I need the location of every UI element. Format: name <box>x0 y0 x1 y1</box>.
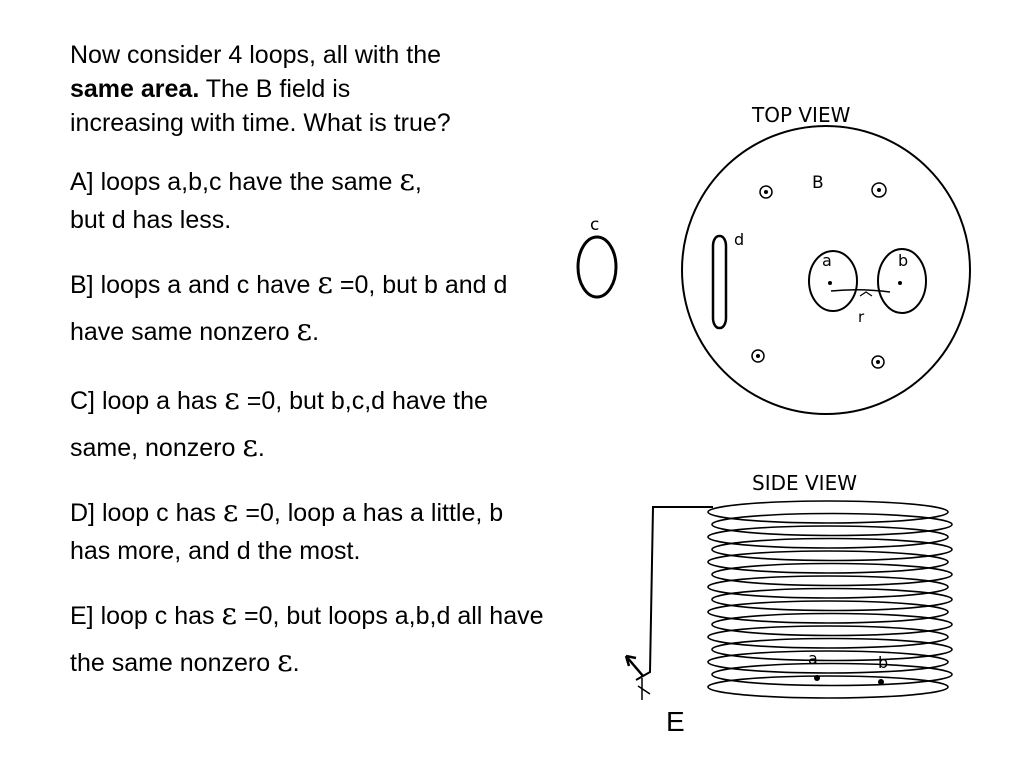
option-e-text-end: . <box>292 649 300 677</box>
side-loop-b-label: b <box>878 653 888 672</box>
question-line-2: The B field is <box>199 75 351 103</box>
coil-turn <box>707 500 949 524</box>
loop-b-point <box>898 281 902 285</box>
option-b-text-mid: =0, but b and d have same nonzero <box>70 271 508 346</box>
wire-end <box>637 678 651 700</box>
epsilon-symbol: ε <box>221 597 238 632</box>
field-dot <box>871 182 887 198</box>
option-b: B] loops a and c have ε =0, but b and d … <box>70 261 540 355</box>
epsilon-symbol: ε <box>222 494 239 529</box>
coil-turn <box>707 525 949 549</box>
field-dot-center <box>764 190 768 194</box>
radius-marker <box>859 291 873 297</box>
coil-turn <box>707 600 949 624</box>
loop-a-label: a <box>822 251 832 270</box>
question-line-1: Now consider 4 loops, all with the <box>70 41 442 69</box>
field-label: B <box>812 173 824 193</box>
epsilon-symbol: ε <box>242 429 258 464</box>
option-a-text-end: , but d has less. <box>70 168 422 234</box>
lead-wire <box>635 506 713 681</box>
loop-d <box>711 234 728 330</box>
emf-label: E <box>666 706 685 737</box>
option-a-text: A] loops a,b,c have the same <box>70 168 400 196</box>
radius-label: r <box>858 308 865 326</box>
option-d-text: D] loop c has <box>70 499 223 527</box>
side-view-label: SIDE VIEW <box>752 471 857 495</box>
option-a: A] loops a,b,c have the same ε, but d ha… <box>70 162 560 239</box>
coil-turn <box>707 675 949 699</box>
field-dot-center <box>876 360 880 364</box>
coil-turn <box>711 587 953 612</box>
coil-turn <box>707 575 949 599</box>
option-d-text-mid: =0, loop a has a little, b has more, and… <box>70 499 504 565</box>
option-e-text: E] loop c has <box>70 602 222 630</box>
epsilon-symbol: ε <box>296 313 313 348</box>
epsilon-symbol: ε <box>317 266 333 301</box>
loop-b-label: b <box>898 251 908 270</box>
question-text-column: Now consider 4 loops, all with the same … <box>70 38 560 708</box>
radius-line <box>830 288 891 293</box>
option-e-text-mid: =0, but loops a,b,d all have the same no… <box>70 602 544 677</box>
field-dot-center <box>756 354 760 358</box>
current-arrow <box>624 654 644 677</box>
option-c-text-mid: =0, but b,c,d have the same, nonzero <box>70 387 488 462</box>
option-b-text: B] loops a and c have <box>70 271 318 299</box>
question-emphasis: same area. <box>70 75 200 103</box>
option-e: E] loop c has ε =0, but loops a,b,d all … <box>70 592 550 686</box>
option-d: D] loop c has ε =0, loop a has a little,… <box>70 493 540 570</box>
field-dot <box>751 349 765 363</box>
option-c-text-end: . <box>257 434 265 462</box>
loop-b <box>877 248 927 314</box>
epsilon-symbol: ε <box>399 163 415 198</box>
epsilon-symbol: ε <box>224 382 240 417</box>
coil-turn <box>711 637 953 662</box>
loop-c <box>576 235 618 299</box>
side-loop-a-dot <box>814 675 820 681</box>
solenoid-top-view-circle <box>681 125 971 415</box>
coil-turn <box>711 537 953 562</box>
side-loop-b-dot <box>878 679 884 685</box>
top-view-label: TOP VIEW <box>751 103 851 127</box>
option-c-text: C] loop a has <box>70 387 225 415</box>
loop-c-label: c <box>590 215 599 235</box>
coil-turn <box>711 562 953 587</box>
loop-diagram: TOP VIEW B c d a b r SIDE VIEW a b <box>576 103 971 700</box>
field-dots <box>751 182 887 369</box>
side-loop-a-label: a <box>808 649 818 668</box>
epsilon-symbol: ε <box>277 644 293 679</box>
coil-turn <box>707 550 949 574</box>
option-c: C] loop a has ε =0, but b,c,d have the s… <box>70 377 550 471</box>
field-dot-center <box>877 188 881 192</box>
coil-turn <box>711 512 953 537</box>
question-line-3: increasing with time. What is true? <box>70 109 451 137</box>
coil-turn <box>711 612 953 637</box>
field-dot-centers <box>756 188 881 364</box>
coil-turn <box>707 650 949 674</box>
question-stem: Now consider 4 loops, all with the same … <box>70 38 560 140</box>
loop-a <box>808 250 858 312</box>
center-point <box>828 281 832 285</box>
coil-turn <box>711 662 953 687</box>
solenoid-coils <box>707 500 953 699</box>
coil-turn <box>707 625 949 649</box>
option-b-text-end: . <box>312 318 320 346</box>
field-dot <box>871 355 885 369</box>
field-dot <box>759 185 773 199</box>
loop-d-label: d <box>734 230 744 249</box>
